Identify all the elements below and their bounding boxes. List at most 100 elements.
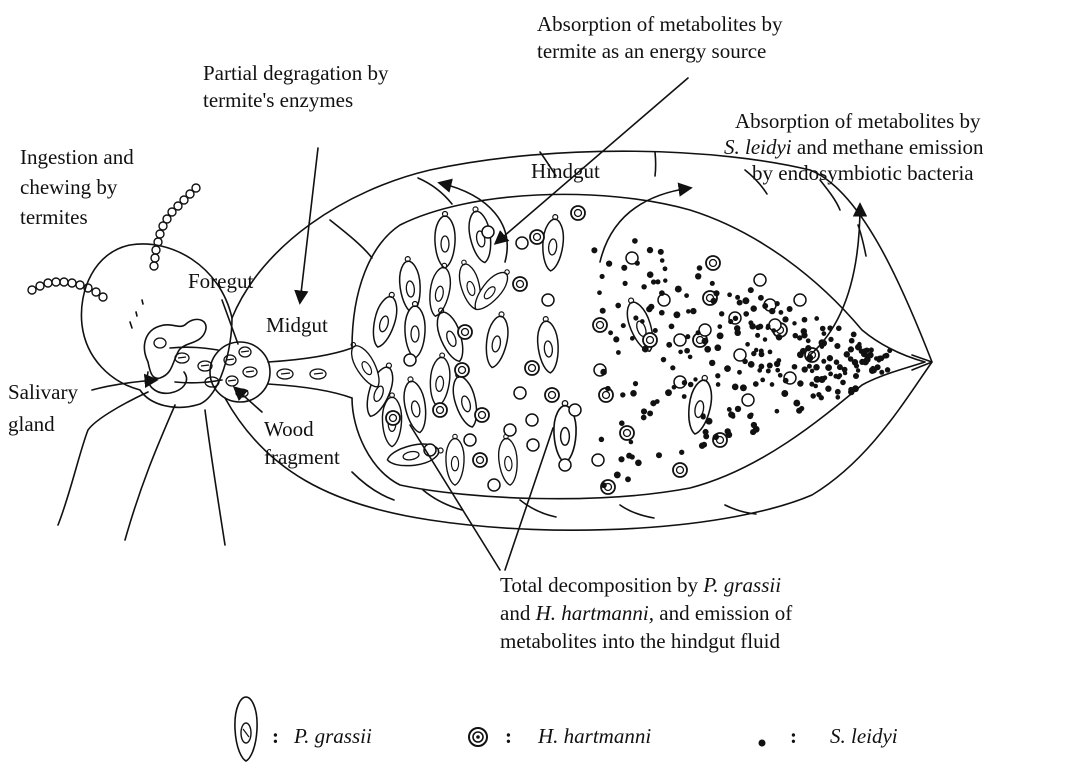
p-grassii-symbol bbox=[235, 697, 257, 761]
s-leidyi-dot bbox=[688, 382, 694, 388]
s-leidyi-dot bbox=[737, 370, 742, 375]
s-leidyi-dot bbox=[827, 355, 833, 361]
s-leidyi-dot bbox=[660, 258, 665, 263]
s-leidyi-dot bbox=[760, 378, 765, 383]
s-leidyi-dot bbox=[716, 382, 721, 387]
s-leidyi-dot bbox=[834, 359, 840, 365]
s-leidyi-dot bbox=[857, 344, 862, 349]
s-leidyi-dot bbox=[751, 351, 756, 356]
legend-h-hartmanni: : H. hartmanni bbox=[469, 724, 651, 748]
h-hartmanni-cell bbox=[673, 463, 687, 477]
s-leidyi-dot bbox=[630, 336, 635, 341]
label-total-2: and H. hartmanni, and emission of bbox=[500, 601, 792, 625]
label-total-1a: Total decomposition by bbox=[500, 573, 703, 597]
s-leidyi-dot bbox=[771, 328, 776, 333]
s-leidyi-dot bbox=[663, 266, 668, 271]
s-leidyi-dot bbox=[735, 406, 741, 412]
open-cell bbox=[569, 404, 581, 416]
s-leidyi-dot bbox=[632, 238, 638, 244]
s-leidyi-dot bbox=[763, 337, 767, 341]
open-cell bbox=[488, 479, 500, 491]
s-leidyi-dot bbox=[837, 364, 843, 370]
s-leidyi-dot bbox=[597, 290, 602, 295]
termite-legs bbox=[58, 392, 225, 545]
s-leidyi-dot bbox=[600, 369, 607, 376]
s-leidyi-dot bbox=[659, 310, 665, 316]
s-leidyi-dot bbox=[733, 316, 738, 321]
s-leidyi-dot bbox=[757, 324, 763, 330]
s-leidyi-dot bbox=[591, 247, 597, 253]
s-leidyi-dot bbox=[731, 414, 736, 419]
s-leidyi-dot bbox=[724, 365, 731, 372]
label-partial-1: Partial degragation by bbox=[203, 61, 389, 85]
s-leidyi-dot bbox=[775, 368, 780, 373]
s-leidyi-dot bbox=[768, 350, 773, 355]
s-leidyi-dot bbox=[848, 346, 854, 352]
open-cell bbox=[516, 237, 528, 249]
s-leidyi-dot bbox=[695, 273, 701, 279]
label-hindgut: Hindgut bbox=[531, 159, 600, 183]
s-leidyi-dot bbox=[616, 350, 621, 355]
label-methane: and methane emission bbox=[792, 135, 984, 159]
p-grassii-cell bbox=[428, 352, 452, 407]
s-leidyi-dot bbox=[648, 304, 654, 310]
s-leidyi-dot bbox=[702, 338, 709, 345]
s-leidyi-dot bbox=[867, 352, 873, 358]
s-leidyi-dot bbox=[653, 328, 658, 333]
open-cell bbox=[527, 439, 539, 451]
s-leidyi-dot bbox=[848, 387, 853, 392]
s-leidyi-dot bbox=[802, 366, 808, 372]
s-leidyi-dot bbox=[618, 456, 624, 462]
h-hartmanni-cell bbox=[571, 206, 585, 220]
s-leidyi-dot bbox=[755, 333, 760, 338]
s-leidyi-dot bbox=[642, 346, 649, 353]
s-leidyi-dot bbox=[665, 389, 672, 396]
legend-separator-2: : bbox=[505, 724, 512, 748]
s-leidyi-dot bbox=[805, 345, 811, 351]
p-grassii-cell bbox=[541, 214, 566, 272]
s-leidyi-dot bbox=[673, 311, 680, 318]
s-leidyi-dot bbox=[725, 428, 731, 434]
s-leidyi-dot bbox=[703, 429, 709, 435]
s-leidyi-dot bbox=[759, 351, 765, 357]
s-leidyi-dot bbox=[621, 265, 627, 271]
s-leidyi-dot bbox=[629, 440, 634, 445]
s-leidyi-dot bbox=[734, 330, 741, 337]
s-leidyi-dot bbox=[635, 261, 640, 266]
s-leidyi-dot bbox=[684, 293, 689, 298]
s-leidyi-dot bbox=[713, 290, 719, 296]
legend-separator-3: : bbox=[790, 724, 797, 748]
s-leidyi-dot bbox=[762, 303, 768, 309]
s-leidyi-dot bbox=[641, 284, 646, 289]
label-absorption-termite-1: Absorption of metabolites by bbox=[537, 12, 783, 36]
s-leidyi-dot bbox=[783, 378, 789, 384]
legend-p-grassii: : P. grassii bbox=[235, 697, 372, 761]
s-leidyi-dot bbox=[659, 290, 665, 296]
s-leidyi-dot bbox=[856, 368, 860, 372]
p-grassii-cell bbox=[482, 310, 512, 369]
s-leidyi-dot bbox=[885, 367, 891, 373]
s-leidyi-dot bbox=[802, 317, 808, 323]
s-leidyi-dot bbox=[879, 370, 884, 375]
s-leidyi-dot bbox=[714, 344, 721, 351]
s-leidyi-dot bbox=[630, 454, 635, 459]
label-total-2c: and emission of bbox=[654, 601, 792, 625]
s-leidyi-dot bbox=[748, 361, 755, 368]
s-leidyi-dot bbox=[620, 392, 625, 397]
open-cell bbox=[542, 294, 554, 306]
s-leidyi-dot bbox=[740, 384, 747, 391]
s-leidyi-dot bbox=[701, 414, 706, 419]
label-absorption-termite-2: termite as an energy source bbox=[537, 39, 766, 63]
s-leidyi-dot bbox=[625, 476, 631, 482]
s-leidyi-dot bbox=[599, 437, 605, 443]
legend: : P. grassii : H. hartmanni : S. leidyi bbox=[235, 697, 898, 761]
h-hartmanni-cell bbox=[593, 318, 607, 332]
label-ingestion-3: termites bbox=[20, 205, 88, 229]
s-leidyi-dot bbox=[843, 371, 847, 375]
s-leidyi-dot bbox=[844, 351, 850, 357]
s-leidyi-dot bbox=[706, 418, 713, 425]
p-grassii-cell bbox=[426, 262, 454, 318]
h-hartmanni-cell bbox=[620, 426, 634, 440]
s-leidyi-dot bbox=[717, 324, 722, 329]
s-leidyi-dot bbox=[813, 364, 820, 371]
